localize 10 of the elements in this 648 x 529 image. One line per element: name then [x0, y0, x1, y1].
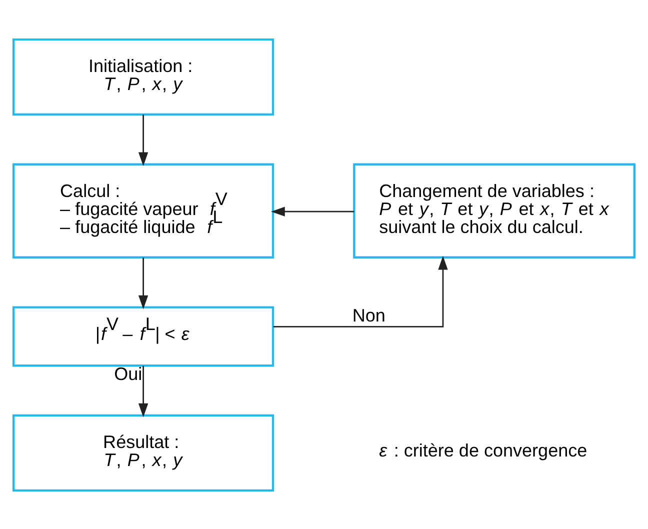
arrow — [138, 257, 148, 309]
edge-label: Non — [352, 305, 386, 326]
arrow — [273, 255, 448, 327]
node-box: Changement de variables : P et y, T et y, P et x, T et x suivant le choix du calcul. — [353, 162, 636, 258]
label: ε : critère de convergence — [379, 440, 588, 460]
node-box: Initialisation : T, P, x, y — [12, 38, 274, 116]
node-box: Résultat : T, P, x, y — [12, 414, 274, 492]
arrow — [138, 365, 148, 417]
arrow — [138, 114, 148, 166]
arrow — [270, 206, 354, 216]
